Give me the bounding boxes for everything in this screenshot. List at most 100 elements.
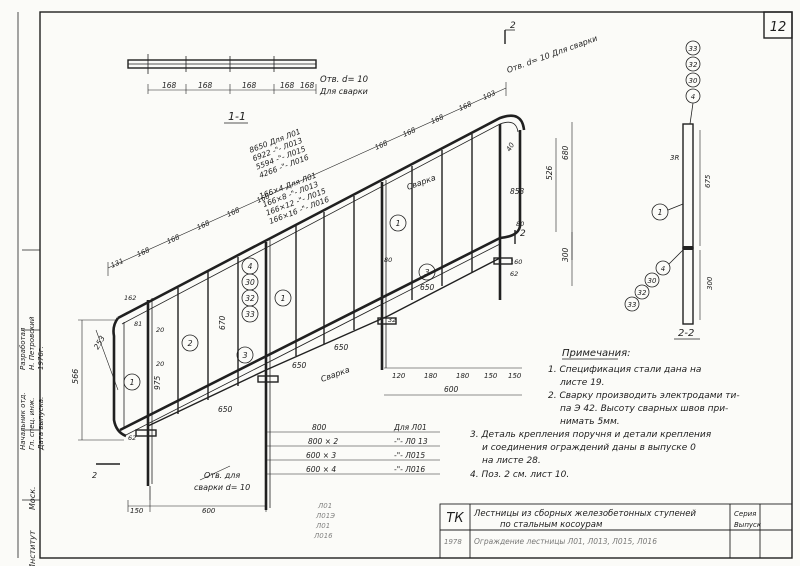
side-stamp-grid <box>22 249 40 501</box>
mark-4: 4 <box>248 262 253 271</box>
svg-text:1: 1 <box>129 378 134 387</box>
section-marker-2-left: 2 <box>92 471 97 480</box>
dim-853: 853 <box>510 187 525 196</box>
dim-975: 975 <box>153 375 162 390</box>
note-line-3: 2. Сварку производить электродами ти- <box>548 391 740 401</box>
sheet-number-box <box>763 11 793 39</box>
note-line-5: нимать 5мм. <box>560 417 620 427</box>
detail-dim-3r: 3R <box>670 154 679 162</box>
detail-view-2-2: 33 32 30 4 675 300 3R 1 4 30 32 33 2-2 <box>624 40 714 340</box>
stamp-line-1: Институт <box>28 530 37 566</box>
callout-part-1-right <box>389 214 407 232</box>
dim-62-right: 62 <box>510 270 518 278</box>
detail-mark-33: 33 <box>689 45 698 53</box>
pitch-120: 120 <box>392 372 406 380</box>
title-year: 1978 <box>444 538 462 546</box>
dim-160: 160 <box>510 258 522 266</box>
weld-label-upper: Сварка <box>406 173 437 192</box>
dim-600-bottom: 600 <box>202 507 216 515</box>
svg-text:33: 33 <box>628 301 637 309</box>
callout-part-3-right <box>418 263 436 281</box>
sheet-number: 12 <box>770 20 787 35</box>
dim-566: 566 <box>71 369 80 384</box>
table-mark-1: Для Л01 <box>393 423 427 432</box>
dim-80-mid: 80 <box>384 256 392 264</box>
svg-text:Л01Э: Л01Э <box>315 512 335 520</box>
plan-dim-3: 168 <box>242 81 257 90</box>
section-2-label-bottom: 2 <box>520 229 526 239</box>
view-1-1-title: 1-1 <box>228 110 246 123</box>
mark-callout-stack: 4 30 32 33 <box>241 257 259 323</box>
middle-rail <box>147 257 501 427</box>
plan-dim-2: 168 <box>198 81 213 90</box>
section-2-marker-top: 2 <box>504 21 516 44</box>
plan-weld-note: Для сварки <box>319 87 368 96</box>
svg-text:1: 1 <box>657 208 662 217</box>
stamp-line-8: 1976г. <box>37 346 45 370</box>
sheet-frame <box>39 11 793 559</box>
table-mark-4: -"- Л016 <box>394 465 425 474</box>
railing-elevation <box>112 114 526 510</box>
dim-150-bottom: 150 <box>130 507 144 515</box>
title-issue: Выпуск <box>734 521 762 529</box>
detail-dim-300: 300 <box>706 276 714 290</box>
bottom-rail <box>119 130 522 432</box>
mark-30: 30 <box>245 278 255 287</box>
svg-text:1: 1 <box>280 294 285 303</box>
plan-view-1-1: 168 168 168 168 168 Отв. d= 10 Для сварк… <box>127 54 368 124</box>
stamp-line-6: Разработал <box>19 327 27 370</box>
svg-text:3: 3 <box>242 351 247 360</box>
callout-part-1-mid <box>274 289 292 307</box>
dim-650-mid: 650 <box>334 343 349 352</box>
note-line-6: 3. Деталь крепления поручня и детали кре… <box>470 430 712 440</box>
svg-text:Л01: Л01 <box>317 502 332 510</box>
right-dimensions: 680 526 853 300 40 160 62 80 <box>505 122 573 286</box>
iso-dim-11: 103 <box>482 89 497 102</box>
size-mark-table: 800 Для Л01 800 × 2 -"- Л0 13 600 × 3 -"… <box>266 423 440 475</box>
svg-text:1: 1 <box>395 219 400 228</box>
dim-162: 162 <box>124 294 136 302</box>
dim-32: 32 <box>388 316 396 324</box>
stamp-line-2: Моск. <box>28 486 37 510</box>
note-line-1: 1. Спецификация стали дана на <box>548 365 701 375</box>
detail-callout-1 <box>651 203 669 221</box>
detail-mark-4: 4 <box>691 93 695 101</box>
faded-marks: Л01 Л01Э Л01 Л016 <box>313 502 335 540</box>
side-stamp: Институт Моск. Начальник отд. Гл. спец. … <box>19 316 45 566</box>
stamp-line-5: Дата выпуска: <box>37 397 45 451</box>
callout-part-1-left <box>123 373 141 391</box>
balusters <box>177 134 473 414</box>
pitch-150-a: 150 <box>484 372 498 380</box>
title-line-1: Лестницы из сборных железобетонных ступе… <box>473 509 696 519</box>
plan-hole-note: Отв. d= 10 <box>320 75 368 85</box>
pitch-600: 600 <box>444 385 459 394</box>
iso-dim-8: 168 <box>402 126 418 139</box>
plan-dim-5: 168 <box>300 81 315 90</box>
stamp-line-7: Н. Петровский <box>28 316 36 370</box>
detail-post <box>682 123 694 249</box>
title-tk: ТК <box>446 511 464 526</box>
mark-33: 33 <box>245 310 255 319</box>
iso-dim-5: 168 <box>226 206 242 219</box>
mark-32: 32 <box>245 294 255 303</box>
left-end-frame <box>112 317 127 438</box>
iso-dim-9: 168 <box>430 113 446 126</box>
stamp-line-3: Начальник отд. <box>19 392 27 450</box>
iso-dim-1: 131 <box>110 257 125 270</box>
dim-650-right: 650 <box>420 283 435 292</box>
dim-20-b: 20 <box>156 326 164 334</box>
stamp-line-4: Гл. спец. инж. <box>28 398 36 450</box>
plan-dim-1: 168 <box>162 81 177 90</box>
dim-670: 670 <box>218 315 227 330</box>
plan-dim-4: 168 <box>280 81 295 90</box>
dim-81: 81 <box>134 320 142 328</box>
title-block: ТК Лестницы из сборных железобетонных ст… <box>439 503 793 559</box>
dim-650-left: 650 <box>218 405 233 414</box>
detail-mark-30: 30 <box>689 77 698 85</box>
dim-526: 526 <box>545 165 554 180</box>
note-line-4: па Э 42. Высоту сварных швов при- <box>560 404 728 414</box>
table-mark-3: -"- Л015 <box>394 451 425 460</box>
svg-text:Л01: Л01 <box>315 522 330 530</box>
